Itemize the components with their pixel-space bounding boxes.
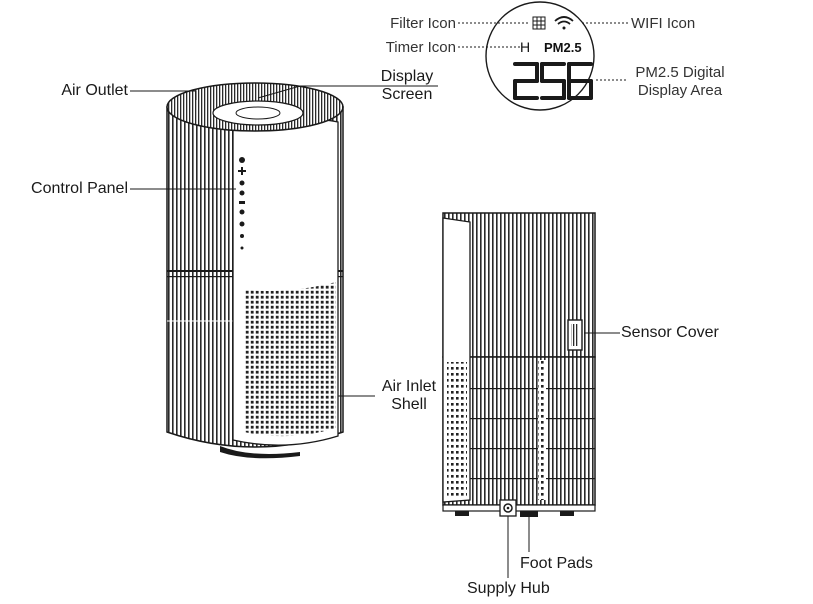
label-air-inlet-line2: Shell bbox=[391, 396, 427, 413]
label-air-inlet-line1: Air Inlet bbox=[381, 378, 437, 395]
purifier-front-view bbox=[166, 82, 344, 459]
dashed-leader-lines bbox=[458, 22, 628, 81]
display-pm-label: PM2.5 bbox=[544, 40, 582, 55]
digit-2 bbox=[513, 62, 539, 100]
label-filter-icon: Filter Icon bbox=[390, 15, 456, 32]
filter-grid-icon bbox=[532, 16, 546, 30]
label-sensor-cover: Sensor Cover bbox=[621, 324, 719, 341]
digit-6 bbox=[567, 62, 593, 100]
display-zoom bbox=[485, 1, 595, 111]
label-pm-digital-area: PM2.5 Digital Display Area bbox=[628, 64, 732, 100]
label-air-inlet-shell: Air Inlet Shell bbox=[374, 378, 444, 414]
digit-5 bbox=[540, 62, 566, 100]
control-panel-icons bbox=[238, 157, 246, 250]
label-wifi-icon: WIFI Icon bbox=[631, 15, 696, 32]
label-pm-digital-line1: PM2.5 Digital bbox=[635, 64, 725, 81]
label-control-panel: Control Panel bbox=[31, 180, 128, 197]
purifier-side-view bbox=[442, 212, 596, 517]
display-hour-mark: H bbox=[520, 39, 531, 55]
pm-reading-digits bbox=[513, 62, 593, 100]
label-display-screen-line2: Screen bbox=[381, 86, 433, 103]
label-display-screen-line1: Display bbox=[380, 68, 434, 85]
wifi-icon bbox=[554, 16, 574, 30]
label-display-screen: Display Screen bbox=[372, 68, 442, 104]
label-air-outlet: Air Outlet bbox=[61, 82, 128, 99]
label-foot-pads: Foot Pads bbox=[520, 555, 593, 572]
label-pm-digital-line2: Display Area bbox=[637, 82, 723, 99]
label-timer-icon: Timer Icon bbox=[385, 39, 456, 56]
label-supply-hub: Supply Hub bbox=[467, 580, 550, 597]
leader-lines bbox=[130, 85, 620, 578]
